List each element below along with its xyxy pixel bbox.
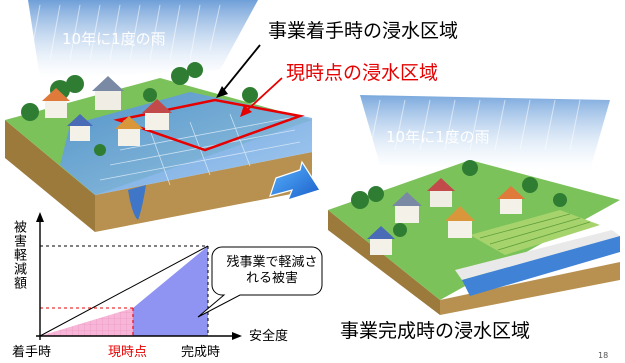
current-flood-area-outline <box>113 98 305 152</box>
left-houses <box>42 76 172 146</box>
right-rain-cloud <box>360 95 610 170</box>
right-trees <box>351 160 567 237</box>
left-field-lines <box>99 113 301 186</box>
transition-arrow <box>269 160 321 201</box>
x-tick-start: 着手時 <box>12 345 52 360</box>
remaining-reduction-area <box>133 246 208 336</box>
left-rain-label: 10年に1度の雨 <box>62 30 166 48</box>
left-rain-streaks <box>29 4 221 61</box>
right-river <box>462 236 620 296</box>
current-flood-area-label: 現時点の浸水区域 <box>286 62 439 84</box>
current-area-pointer <box>244 77 283 113</box>
x-tick-completion: 完成時 <box>181 345 221 360</box>
start-flood-area-label: 事業着手時の浸水区域 <box>268 20 459 42</box>
right-ground-front <box>440 262 620 315</box>
graph-x-label: 安全度 <box>249 329 289 344</box>
right-ground-top <box>328 160 620 300</box>
left-ground-side <box>5 120 95 232</box>
callout-bubble <box>197 246 323 318</box>
left-trees <box>21 62 258 156</box>
reduced-area-so-far <box>40 308 133 336</box>
start-area-pointer <box>221 44 261 93</box>
damage-reduction-graph <box>36 212 323 340</box>
page-number: 18 <box>598 351 609 360</box>
right-rain-label: 10年に1度の雨 <box>386 128 490 146</box>
left-river-channel <box>128 185 146 220</box>
left-ground-front <box>95 152 312 232</box>
right-houses <box>367 178 525 255</box>
left-scene <box>5 0 312 232</box>
callout-text: 残事業で軽減される被害 <box>226 255 318 287</box>
reduction-line <box>39 245 209 337</box>
x-tick-current: 現時点 <box>108 345 148 360</box>
graph-y-label: 被害軽減額 <box>11 220 26 290</box>
right-ground-side <box>328 210 440 315</box>
right-rain-streaks <box>369 99 581 151</box>
left-rain-cloud <box>28 0 258 78</box>
right-levee <box>455 230 620 280</box>
complete-flood-area-label: 事業完成時の浸水区域 <box>340 320 531 342</box>
right-scene <box>328 95 620 315</box>
